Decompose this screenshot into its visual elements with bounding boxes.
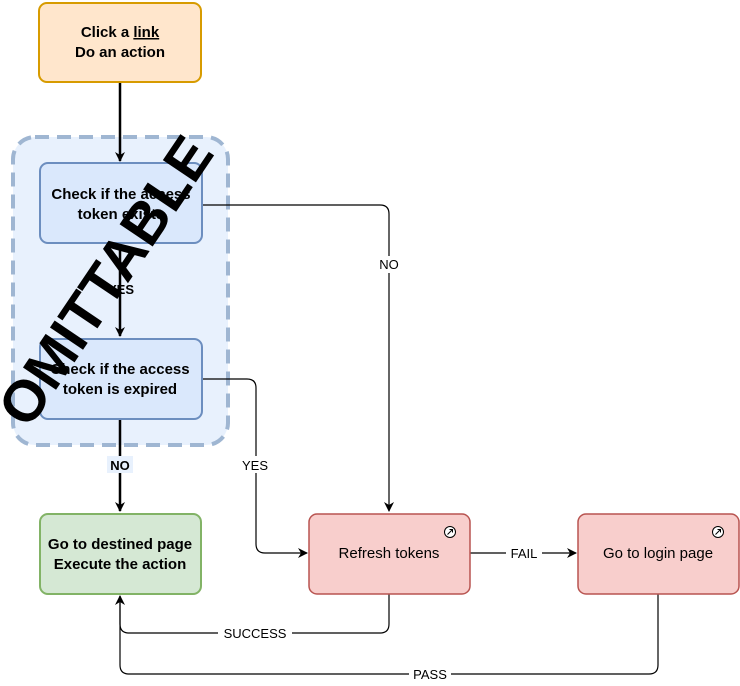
- start-prefix: Click a: [81, 24, 134, 41]
- node-start[interactable]: Click a link Do an action: [38, 2, 202, 83]
- svg-text:Click a link: Click a link: [81, 24, 160, 41]
- check-expired-line1: Check if the access: [50, 361, 189, 378]
- edge-exists-no: [202, 204, 394, 512]
- edge-label-pass: PASS: [413, 667, 447, 682]
- start-link[interactable]: link: [133, 24, 159, 41]
- node-check-exists[interactable]: Check if the access token exists: [39, 162, 203, 244]
- node-check-expired[interactable]: Check if the access token is expired: [39, 338, 203, 420]
- start-line2: Do an action: [75, 44, 165, 61]
- login-label: Go to login page: [603, 545, 713, 562]
- destined-line1: Go to destined page: [48, 536, 192, 553]
- edge-label-expired-yes: YES: [242, 458, 268, 473]
- edge-label-success: SUCCESS: [224, 626, 287, 641]
- edge-pass: [119, 594, 659, 675]
- refresh-label: Refresh tokens: [339, 545, 440, 562]
- edge-label-fail: FAIL: [511, 546, 538, 561]
- link-icon[interactable]: [444, 526, 456, 538]
- node-login-page[interactable]: Go to login page: [577, 513, 740, 595]
- check-expired-line2: token is expired: [63, 381, 177, 398]
- check-exists-line2: token exists: [78, 206, 165, 223]
- edge-label-exists-no: NO: [379, 257, 399, 272]
- edge-label-exists-yes: YES: [108, 282, 134, 297]
- check-exists-line1: Check if the access: [51, 186, 190, 203]
- node-destined-page[interactable]: Go to destined page Execute the action: [39, 513, 202, 595]
- edge-label-expired-no: NO: [110, 458, 130, 473]
- destined-line2: Execute the action: [54, 556, 187, 573]
- node-refresh-tokens[interactable]: Refresh tokens: [308, 513, 471, 595]
- link-icon[interactable]: [712, 526, 724, 538]
